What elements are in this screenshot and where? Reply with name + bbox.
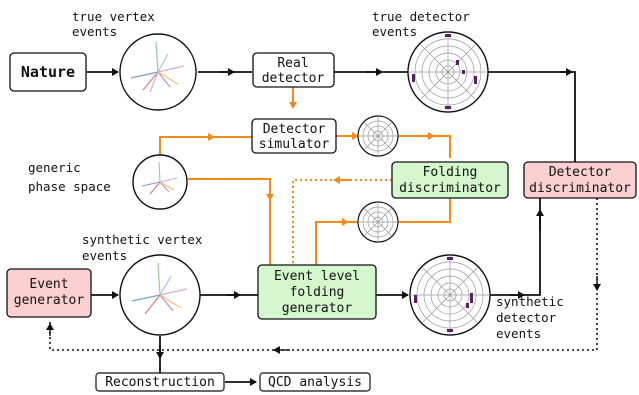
- simulated-detector-preview-circle: [357, 115, 399, 157]
- small-detector-to-folding-line: [398, 135, 451, 158]
- qcd-analysis-label: QCD analysis: [268, 375, 362, 390]
- event-level-folding-generator-box: Event level folding generator: [257, 264, 377, 320]
- true-detector-to-discriminator-line: [488, 71, 576, 164]
- folding-discriminator-label-line1: Folding: [423, 165, 478, 180]
- true-vertex-events-circle: [119, 33, 197, 111]
- simulation-flow-lines: [159, 87, 451, 266]
- phase-to-simulator-line: [159, 136, 252, 155]
- folding-feedback-line: [292, 179, 392, 266]
- generated-detector-preview-circle: [357, 201, 399, 243]
- generic-phase-space-circle: [132, 154, 188, 210]
- synthetic-vertex-events-label-line2: events: [82, 248, 127, 263]
- synthetic-detector-events-label-line1: synthetic: [496, 294, 564, 309]
- real-detector-label-line2: detector: [262, 71, 325, 86]
- event-generator-box: Event generator: [6, 268, 92, 318]
- real-detector-label-line1: Real: [277, 56, 308, 71]
- folding-generator-label-line2: folding: [290, 285, 345, 300]
- qcd-analysis-box: QCD analysis: [259, 372, 371, 392]
- synthetic-detector-to-discriminator-line: [490, 198, 541, 296]
- nature-box: Nature: [9, 52, 87, 92]
- true-vertex-events-label-line2: events: [72, 24, 117, 39]
- synthetic-detector-events-circle: [409, 254, 491, 336]
- generic-phase-space-label-line1: generic: [28, 160, 81, 175]
- synthetic-detector-events-label-line3: events: [496, 326, 541, 341]
- true-detector-events-label-line2: events: [372, 24, 417, 39]
- detector-discriminator-box: Detector discriminator: [523, 161, 637, 199]
- small-detector2-to-folding-line: [398, 196, 451, 223]
- detector-discriminator-label-line2: discriminator: [529, 181, 631, 196]
- phase-to-folding-generator-line: [188, 178, 271, 266]
- detector-simulator-label-line1: Detector: [263, 122, 326, 137]
- synthetic-vertex-events-circle: [119, 254, 201, 336]
- generic-phase-space-label-line2: phase space: [28, 179, 111, 194]
- folding-generator-label-line3: generator: [282, 301, 353, 316]
- reconstruction-box: Reconstruction: [95, 372, 225, 392]
- generator-to-small-detector-line: [315, 221, 358, 266]
- event-generator-label-line2: generator: [14, 293, 85, 308]
- detector-simulator-box: Detector simulator: [251, 118, 337, 154]
- synthetic-detector-events-label-line2: detector: [496, 310, 557, 325]
- real-detector-box: Real detector: [252, 52, 335, 88]
- folding-generator-label-line1: Event level: [274, 269, 360, 284]
- folding-discriminator-label-line2: discriminator: [399, 181, 501, 196]
- true-detector-events-circle: [407, 31, 489, 113]
- event-generator-label-line1: Event: [29, 277, 68, 292]
- detector-simulator-label-line2: simulator: [259, 137, 330, 152]
- true-detector-events-label-line1: true detector: [372, 9, 470, 24]
- true-vertex-events-label-line1: true vertex: [72, 9, 155, 24]
- reconstruction-label: Reconstruction: [105, 375, 215, 390]
- discriminator-feedback-line: [49, 198, 598, 351]
- nature-label: Nature: [21, 63, 75, 81]
- detector-discriminator-label-line1: Detector: [549, 165, 612, 180]
- synthetic-vertex-events-label-line1: synthetic vertex: [82, 232, 203, 247]
- folding-discriminator-box: Folding discriminator: [391, 161, 509, 199]
- primary-flow-lines: [46, 68, 601, 386]
